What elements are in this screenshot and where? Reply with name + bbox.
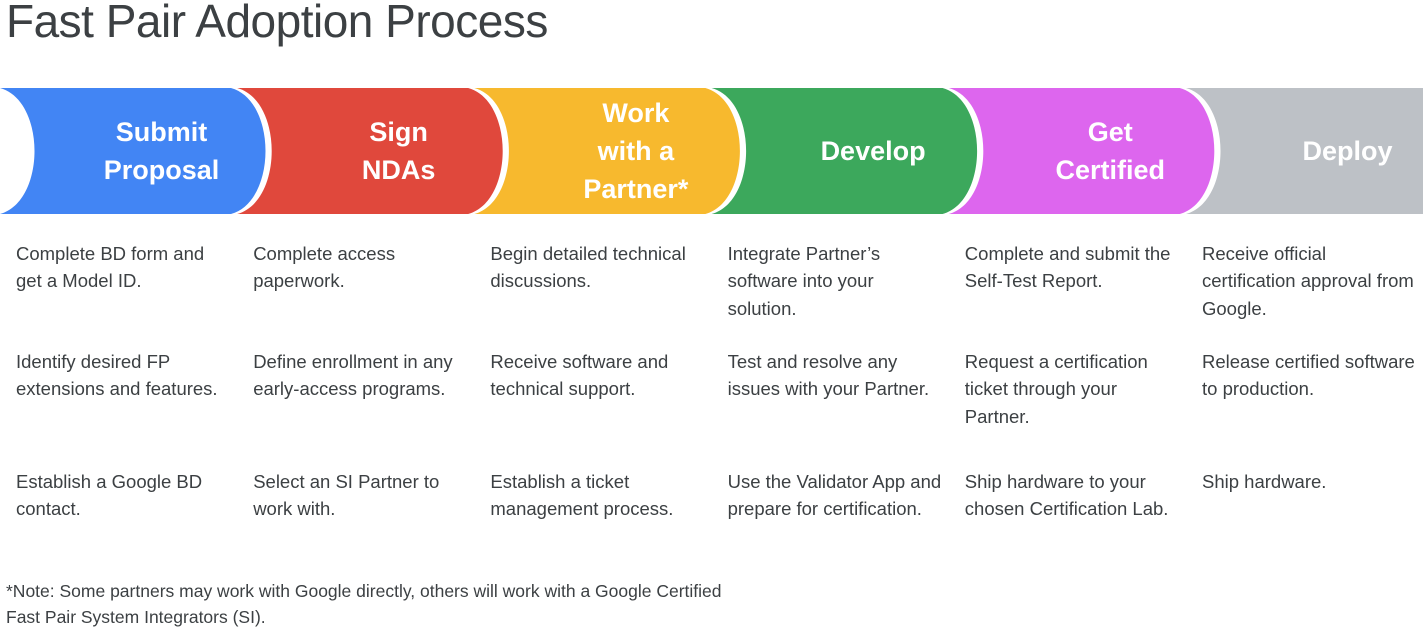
bullet-item: Complete and submit the Self-Test Report… — [964, 243, 1171, 292]
page-title: Fast Pair Adoption Process — [6, 0, 548, 47]
bullet-item: Begin detailed technical discussions. — [490, 243, 686, 292]
bullet-item: Identify desired FP extensions and featu… — [16, 351, 218, 400]
bullet-item: Release certified software to production… — [1202, 351, 1415, 400]
bullet-item: Complete BD form and get a Model ID. — [16, 243, 205, 292]
bullet-item: Establish a ticket management process. — [490, 471, 674, 520]
process-step-shape-2[interactable] — [237, 88, 503, 214]
bullet-item: Complete access paperwork. — [253, 243, 396, 292]
bullet-item: Test and resolve any issues with your Pa… — [727, 351, 930, 400]
bullet-item: Define enrollment in any early-access pr… — [253, 351, 453, 400]
bullet-item: Ship hardware to your chosen Certificati… — [964, 471, 1169, 520]
footnote: *Note: Some partners may work with Googl… — [6, 581, 722, 628]
process-step-shape-3[interactable] — [474, 88, 740, 214]
bullet-item: Receive software and technical support. — [490, 351, 669, 400]
process-band-svg — [0, 88, 1423, 214]
process-step-shape-6[interactable] — [1186, 88, 1423, 214]
process-step-shape-5[interactable] — [948, 88, 1215, 214]
bullet-item: Receive official certification approval … — [1202, 243, 1414, 319]
bullet-item: Use the Validator App and prepare for ce… — [727, 471, 942, 520]
bullet-item: Select an SI Partner to work with. — [253, 471, 440, 520]
bullet-item: Ship hardware. — [1202, 471, 1327, 492]
bullet-item: Integrate Partner’s software into your s… — [727, 243, 881, 319]
bullet-item: Request a certification ticket through y… — [964, 351, 1148, 427]
bullet-item: Establish a Google BD contact. — [16, 471, 203, 520]
process-step-shape-1[interactable] — [0, 88, 266, 214]
process-step-shape-4[interactable] — [711, 88, 978, 214]
